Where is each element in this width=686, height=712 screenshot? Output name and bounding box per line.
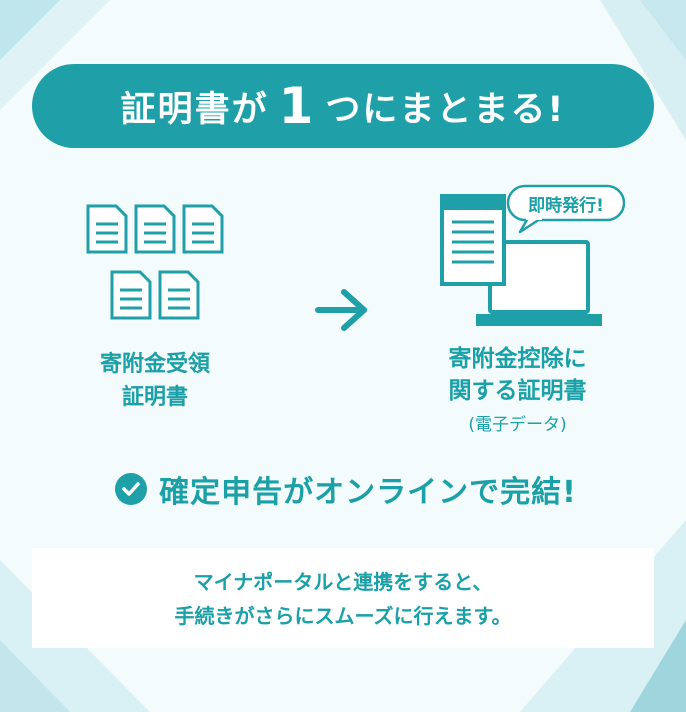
left-label-line1: 寄附金受領 [99, 352, 210, 377]
right-label-line2: 関する証明書 [448, 378, 587, 404]
bubble-text: 即時発行! [528, 196, 604, 216]
complete-message: 確定申告がオンラインで完結! [36, 464, 656, 514]
left-label-line2: 証明書 [121, 385, 188, 410]
headline-post: つにまとまる! [325, 89, 566, 130]
laptop-document-icon [440, 194, 602, 326]
speech-bubble-icon [506, 184, 626, 234]
complete-text: 確定申告がオンラインで完結! [159, 475, 577, 510]
document-icon [86, 204, 224, 320]
info-box: マイナポータルと連携をすると、 手続きがさらにスムーズに行えます。 [32, 548, 654, 648]
headline-banner: 証明書が 1 つにまとまる! [32, 64, 654, 148]
headline-pre: 証明書が [120, 89, 269, 130]
headline-number: 1 [278, 77, 316, 135]
check-circle-icon [115, 473, 148, 505]
right-label-sub: (電子データ) [468, 415, 567, 435]
left-label: 寄附金受領 証明書 [70, 348, 240, 414]
info-line1: マイナポータルと連携をすると、 [193, 570, 493, 594]
arrow-right-icon [315, 289, 367, 331]
info-line2: 手続きがさらにスムーズに行えます。 [174, 604, 512, 628]
right-label-line1: 寄附金控除に [448, 346, 587, 372]
right-label: 寄附金控除に 関する証明書 [405, 343, 630, 407]
